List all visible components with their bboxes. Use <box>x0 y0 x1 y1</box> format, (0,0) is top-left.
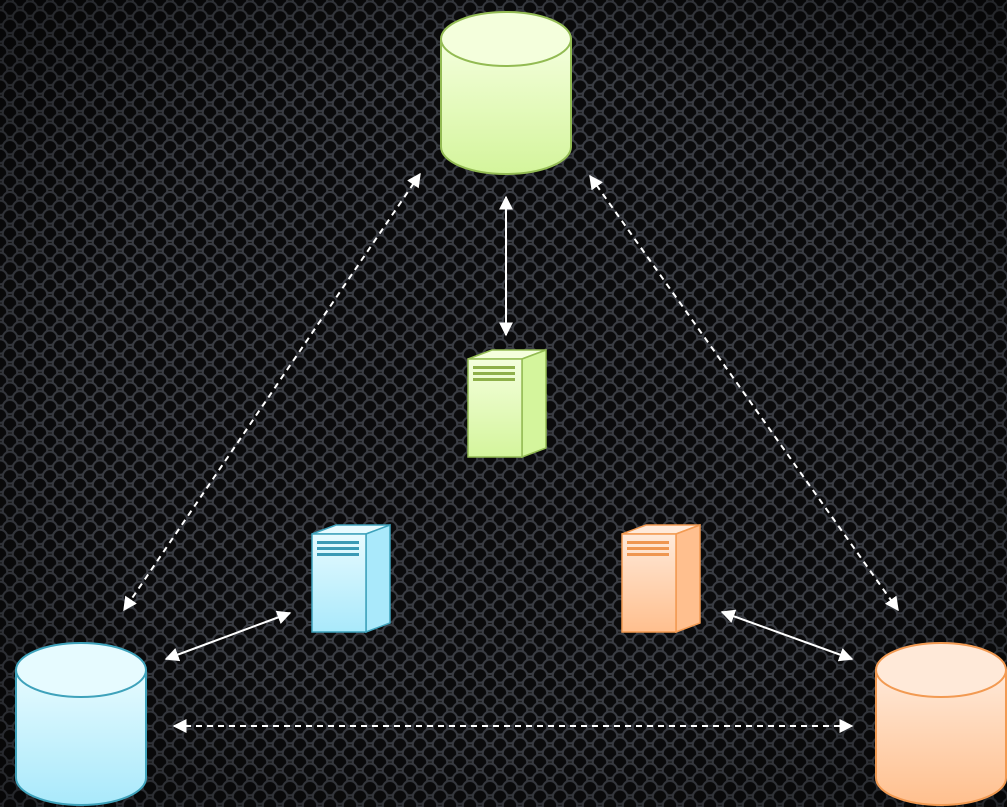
server-drive-bay-stripe <box>473 366 515 369</box>
db-left-database[interactable] <box>15 642 147 806</box>
server-tower-icon <box>467 348 547 459</box>
connection-db-top-to-db-right <box>589 174 899 612</box>
server-drive-bay-stripe <box>317 547 359 550</box>
server-right-server[interactable] <box>621 523 701 634</box>
server-drive-bay-stripe <box>317 553 359 556</box>
nodes-layer <box>15 11 1007 806</box>
db-top-database[interactable] <box>440 11 572 175</box>
server-drive-bay-stripe <box>473 378 515 381</box>
connection-db-left-to-server-left <box>164 610 292 662</box>
connection-db-right-to-server-right <box>720 609 854 662</box>
server-tower-icon <box>621 523 701 634</box>
database-cylinder-icon <box>875 642 1007 806</box>
server-tower-icon <box>311 523 391 634</box>
server-drive-bay-stripe <box>627 553 669 556</box>
server-drive-bay-stripe <box>627 547 669 550</box>
database-cylinder-icon <box>440 11 572 175</box>
server-drive-bay-stripe <box>317 541 359 544</box>
database-cylinder-icon <box>15 642 147 806</box>
db-right-database[interactable] <box>875 642 1007 806</box>
server-drive-bay-stripe <box>473 372 515 375</box>
connections-layer <box>123 172 899 733</box>
server-center-server[interactable] <box>467 348 547 459</box>
server-drive-bay-stripe <box>627 541 669 544</box>
server-left-server[interactable] <box>311 523 391 634</box>
